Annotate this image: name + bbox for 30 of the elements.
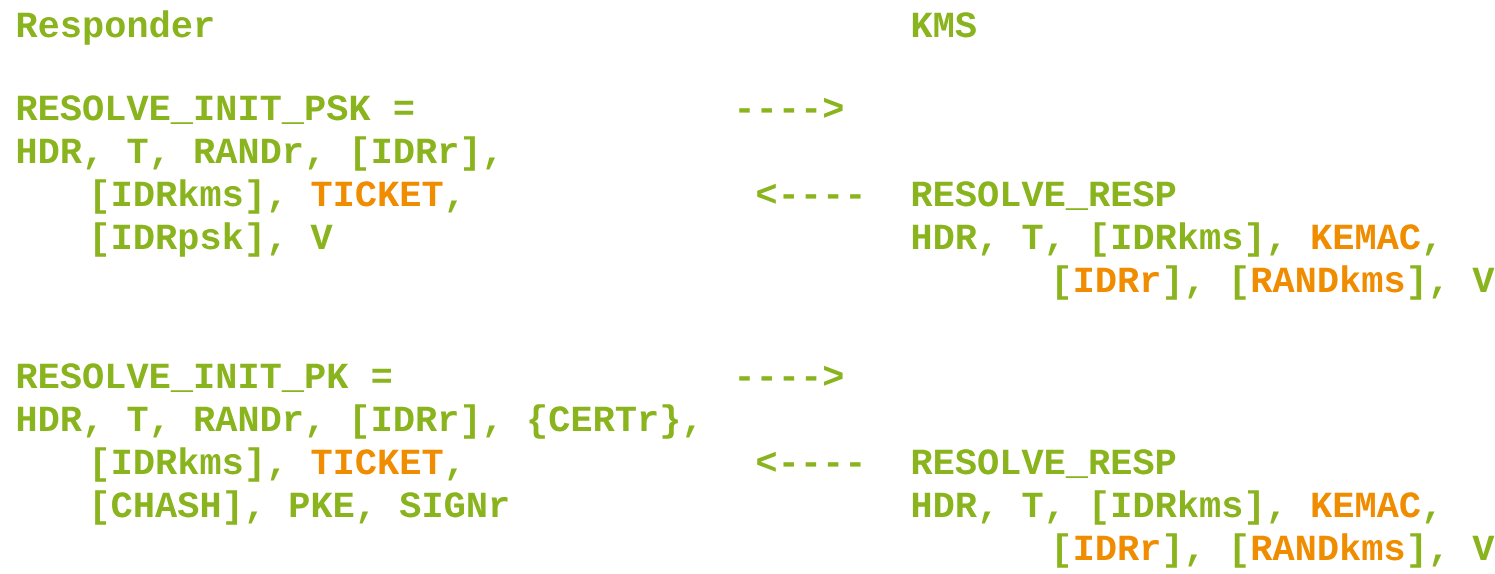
- arrow-text: <----: [757, 183, 861, 204]
- label: IDRr: [1075, 535, 1159, 561]
- message-name: RESOLVE_INIT_PSK =: [17, 95, 414, 124]
- message-name: RESOLVE_INIT_PK =: [17, 363, 391, 392]
- arrow-text: ---->: [739, 365, 843, 386]
- label: [: [1057, 265, 1069, 300]
- message-text: HDR, T, RANDr, [IDRr],: [17, 136, 495, 171]
- label: IDRr: [1075, 267, 1159, 292]
- label: RANDkms: [1252, 533, 1404, 561]
- message-text: [IDRkms], TICKET,: [95, 179, 458, 214]
- message-text: HDR, T, RANDr, [IDRr], {CERTr},: [17, 404, 695, 439]
- message-name: RESOLVE_RESP: [912, 449, 1176, 478]
- party-name: Responder: [17, 10, 213, 45]
- message-text: [ IDRr ], [ RANDkms ], V: [1057, 265, 1495, 300]
- label: [: [1057, 533, 1069, 568]
- party-name: KMS: [912, 12, 976, 38]
- arrow-text: <----: [757, 451, 861, 472]
- arrow-text: ---->: [739, 97, 843, 118]
- label: ], [: [1166, 533, 1246, 568]
- message-text: [CHASH], PKE, SIGNr: [95, 490, 508, 525]
- message-text: HDR, T, [IDRkms], KEMAC,: [912, 490, 1435, 525]
- message-text: [IDRkms], TICKET,: [95, 447, 458, 482]
- label: RANDkms: [1252, 265, 1404, 293]
- message-text: [ IDRr ], [ RANDkms ], V: [1057, 533, 1495, 568]
- label: ], V: [1410, 265, 1495, 300]
- message-text: HDR, T, [IDRkms], KEMAC,: [912, 222, 1435, 257]
- message-text: [IDRpsk], V: [95, 222, 333, 257]
- label: ], [: [1166, 265, 1246, 300]
- label: ], V: [1410, 533, 1495, 568]
- message-name: RESOLVE_RESP: [912, 181, 1176, 210]
